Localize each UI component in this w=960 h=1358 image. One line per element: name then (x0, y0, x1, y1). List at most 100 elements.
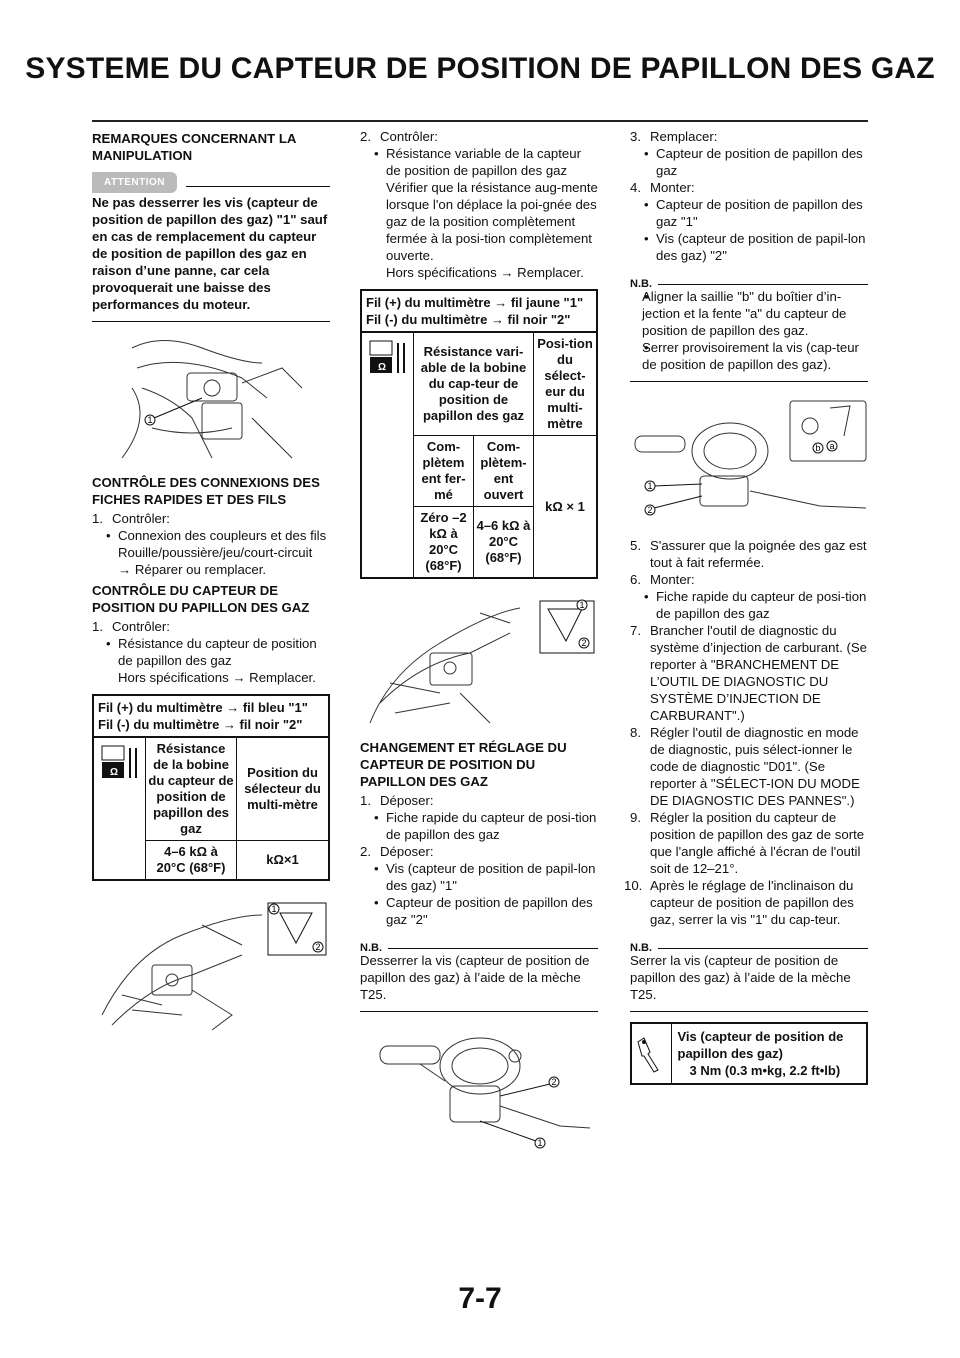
step-number: 10. (624, 878, 643, 893)
column-1: REMARQUES CONCERNANT LA MANIPULATION ATT… (92, 128, 330, 1041)
note-rule (658, 284, 868, 285)
note-banner: N.B. (630, 938, 868, 954)
step-label: Monter: (650, 180, 695, 195)
attention-label: ATTENTION (92, 172, 177, 193)
list-item: Capteur de position de papillon des gaz (630, 145, 868, 179)
step-text: S'assurer que la poignée des gaz est tou… (650, 538, 867, 570)
list-item: Connexion des coupleurs et des fils (92, 527, 330, 544)
fig4-callout-2: 2 (552, 1077, 557, 1087)
table-header-cell: Position du sélecteur du multi-mètre (237, 738, 328, 841)
note-text: Desserrer la vis (capteur de position de… (360, 952, 598, 1012)
figure-connector-area: 1 (92, 328, 330, 468)
step-number: 1. (92, 619, 103, 634)
throttle-body-illustration-icon: b a 1 2 (634, 400, 867, 516)
step-text: Régler l'outil de diagnostic en mode de … (650, 725, 860, 808)
step-label: Contrôler: (112, 511, 170, 526)
fig2-callout-1: 1 (272, 904, 277, 914)
title-rule (92, 120, 868, 122)
list-item: Capteur de position de papillon des gaz … (630, 196, 868, 230)
table-cell: kΩ × 1 (545, 498, 585, 514)
table-subheader-closed: Com-plètem ent fer-mé (414, 436, 474, 507)
multimeter-icon: Ω (362, 333, 414, 577)
step-number: 5. (630, 538, 641, 553)
page-title: SYSTEME DU CAPTEUR DE POSITION DE PAPILL… (25, 52, 935, 85)
note-banner: N.B. (360, 938, 598, 954)
attention-text: Ne pas desserrer les vis (capteur de pos… (92, 194, 330, 322)
step-number: 1. (360, 793, 371, 808)
note-label: N.B. (630, 942, 652, 954)
fig5-callout-2: 2 (648, 505, 653, 515)
step-label: Contrôler: (380, 129, 438, 144)
note-text: Serrer la vis (capteur de position de pa… (630, 952, 868, 1012)
fig2-callout-2: 2 (316, 942, 321, 952)
list-item: Fiche rapide du capteur de posi-tion de … (630, 588, 868, 622)
list-item: Capteur de position de papillon des gaz … (360, 894, 598, 928)
list-item: Aligner la saillie "b" du boîtier d’in-j… (630, 288, 868, 339)
step-number: 3. (630, 129, 641, 144)
step-number: 4. (630, 180, 641, 195)
step-text: Après le réglage de l'inclinaison du cap… (650, 878, 854, 927)
step-number: 2. (360, 129, 371, 144)
torque-spec-box: Vis (capteur de position de papillon des… (630, 1022, 868, 1085)
figure-tps-variable: 1 2 (360, 593, 598, 733)
header-line: Fil (-) du multimètre → fil noir "2" (366, 312, 571, 327)
list-item: Serrer provisoirement la vis (cap-teur d… (630, 339, 868, 373)
step-number: 6. (630, 572, 641, 587)
table-cell: Zéro –2 kΩ à 20°C (68°F) (414, 507, 474, 577)
sub-text: Vérifier que la résistance aug-mente lor… (386, 180, 598, 263)
step-text: Brancher l'outil de diagnostic du systèm… (650, 623, 867, 723)
header-line: Fil (+) du multimètre → fil jaune "1" (366, 295, 584, 310)
sub-text: Hors spécifications → Remplacer. (118, 670, 316, 685)
heading-controle-connexions: CONTRÔLE DES CONNEXIONS DES FICHES RAPID… (92, 475, 320, 507)
step-label: Déposer: (380, 793, 434, 808)
table-header-cell: Résistance de la bobine du capteur de po… (146, 738, 237, 841)
figure-throttle-body-removal: 1 2 (360, 1026, 598, 1151)
note-label: N.B. (360, 942, 382, 954)
throttle-body-illustration-icon: 1 2 (379, 1037, 591, 1149)
heading-controle-capteur: CONTRÔLE DU CAPTEUR DE POSITION DU PAPIL… (92, 583, 310, 615)
spec-table-2: Fil (+) du multimètre → fil jaune "1" Fi… (360, 289, 598, 579)
engine-wiring-illustration-icon: 1 2 (101, 902, 327, 1031)
spec-table-1-header: Fil (+) du multimètre → fil bleu "1" Fil… (94, 696, 328, 738)
step-label: Contrôler: (112, 619, 170, 634)
step-number: 1. (92, 511, 103, 526)
note-rule (388, 948, 598, 949)
table-subheader-open: Com-plètem-ent ouvert (474, 436, 534, 507)
step-number: 2. (360, 844, 371, 859)
note-rule (658, 948, 868, 949)
note-label: N.B. (630, 278, 652, 290)
header-line: Fil (-) du multimètre → fil noir "2" (98, 717, 303, 732)
step-number: 9. (630, 810, 641, 825)
torque-title: Vis (capteur de position de papillon des… (677, 1029, 844, 1061)
spec-table-1: Fil (+) du multimètre → fil bleu "1" Fil… (92, 694, 330, 881)
figure-tps-install: b a 1 2 (630, 396, 868, 531)
sub-text: Rouille/poussière/jeu/court-circuit (118, 545, 313, 560)
note-banner: N.B. (630, 274, 868, 290)
table-header-cell: Posi-tion du sélect-eur du multi-mètre (534, 333, 596, 436)
torque-value: 3 Nm (0.3 m•kg, 2.2 ft•lb) (689, 1063, 841, 1078)
fig3-callout-2: 2 (582, 638, 587, 648)
attention-rule (186, 186, 330, 187)
fig5-callout-b: b (816, 443, 821, 453)
fig4-callout-1: 1 (538, 1138, 543, 1148)
list-item: Résistance du capteur de position de pap… (92, 635, 330, 669)
fig5-callout-1: 1 (648, 481, 653, 491)
step-number: 8. (630, 725, 641, 740)
svg-text:Ω: Ω (378, 362, 386, 373)
column-2: 2.Contrôler: Résistance variable de la c… (360, 128, 598, 1157)
heading-changement: CHANGEMENT ET RÉGLAGE DU CAPTEUR DE POSI… (360, 740, 567, 789)
spec-table-2-header: Fil (+) du multimètre → fil jaune "1" Fi… (362, 291, 596, 333)
step-label: Déposer: (380, 844, 434, 859)
sub-text: → Réparer ou remplacer. (118, 562, 267, 577)
table-cell: 4–6 kΩ à 20°C (68°F) (146, 841, 237, 879)
list-item: Vis (capteur de position de papil-lon de… (630, 230, 868, 264)
engine-illustration-icon: 1 (121, 340, 303, 459)
step-label: Remplacer: (650, 129, 718, 144)
list-item: Fiche rapide du capteur de posi-tion de … (360, 809, 598, 843)
fig3-callout-1: 1 (580, 600, 585, 610)
step-label: Monter: (650, 572, 695, 587)
list-item: Vis (capteur de position de papil-lon de… (360, 860, 598, 894)
torque-spec-text: Vis (capteur de position de papillon des… (672, 1024, 867, 1083)
engine-wiring-illustration-icon: 1 2 (369, 599, 595, 724)
heading-remarques: REMARQUES CONCERNANT LA MANIPULATION (92, 131, 296, 163)
